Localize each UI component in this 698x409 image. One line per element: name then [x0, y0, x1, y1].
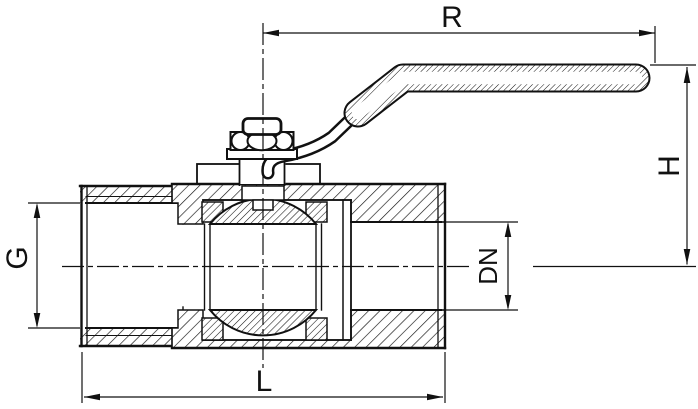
handle-grip: [343, 63, 651, 128]
handle: [261, 63, 651, 180]
stem-hardware: [226, 117, 298, 160]
centerlines: [62, 23, 472, 368]
dimensions: R H G DN: [1, 1, 696, 403]
dimension-dn: DN: [441, 221, 518, 311]
dimension-l: L: [81, 352, 446, 403]
dimension-label-g: G: [1, 246, 34, 269]
dimension-r: R: [263, 1, 656, 63]
main-body-walls: [170, 182, 447, 350]
dimension-label-h: H: [653, 155, 686, 177]
dimension-g: G: [1, 202, 80, 329]
dimension-label-l: L: [256, 365, 273, 398]
stem-cap-nut: [241, 117, 283, 136]
stem-hex-nut: [229, 130, 295, 152]
dimension-label-r: R: [441, 1, 463, 34]
dimension-h: H: [533, 64, 696, 268]
dimension-label-dn: DN: [473, 247, 503, 285]
